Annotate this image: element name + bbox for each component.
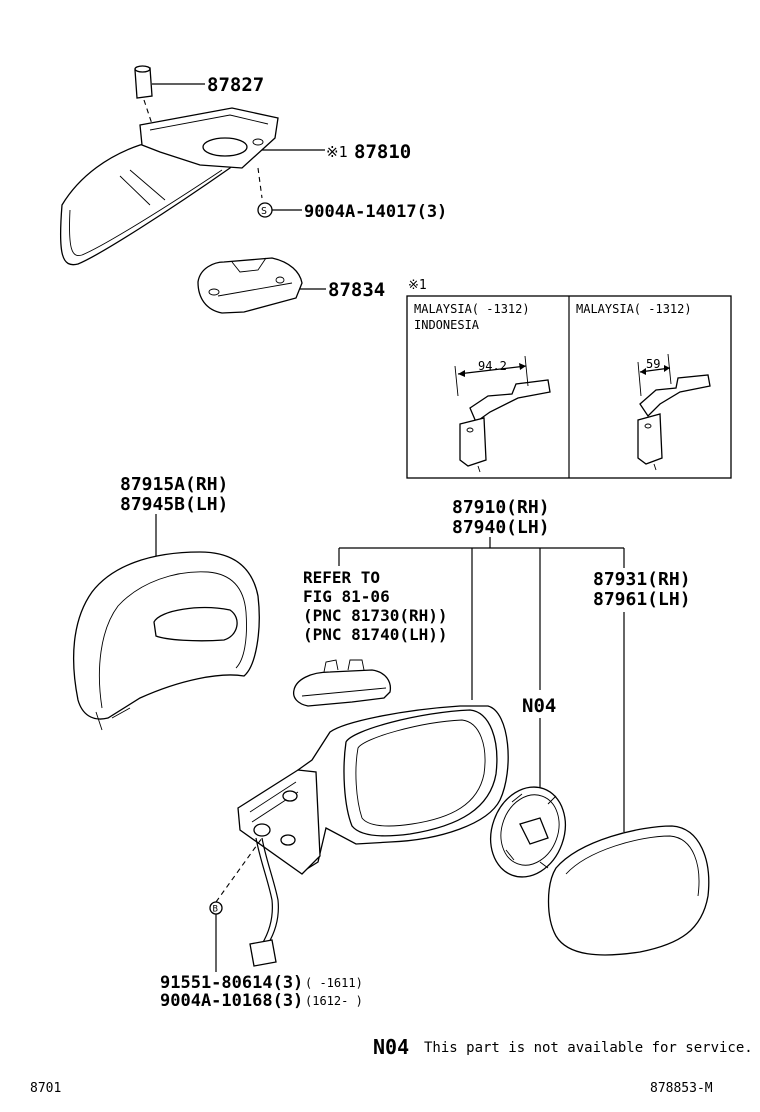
- refer-line-4: (PNC 81740(LH)): [303, 625, 448, 644]
- inner-mirror-illustration: [59, 65, 279, 266]
- label-87940: 87940(LH): [452, 517, 550, 538]
- s-symbol-text: S: [261, 206, 267, 217]
- inset-left-dimension: 94.2: [478, 359, 507, 373]
- label-87931: 87931(RH): [593, 569, 691, 590]
- label-n04-callout: N04: [522, 695, 556, 717]
- label-87834: 87834: [328, 279, 385, 301]
- legend-code: N04: [373, 1035, 409, 1059]
- garnish-illustration: [292, 659, 392, 707]
- label-91551-80614: 91551-80614(3): [160, 973, 303, 993]
- refer-line-2: FIG 81-06: [303, 587, 390, 606]
- inset-left-line2: INDONESIA: [414, 318, 480, 332]
- legend-text: This part is not available for service.: [424, 1040, 753, 1056]
- s-symbol: [257, 202, 273, 218]
- label-87827: 87827: [207, 74, 264, 96]
- label-87961: 87961(LH): [593, 589, 691, 610]
- label-87910: 87910(RH): [452, 497, 550, 518]
- label-9004A-10168-range: (1612- ): [305, 994, 363, 1008]
- b-symbol-text: B: [213, 905, 218, 915]
- mirror-actuator-illustration: [490, 786, 566, 878]
- label-87810-mark: ※1: [326, 143, 348, 161]
- inset-right-dimension: 59: [646, 357, 660, 371]
- mirror-cover-87834-illustration: [197, 257, 303, 314]
- inset-right-detail: 59: [637, 353, 711, 471]
- label-87945B: 87945B(LH): [120, 494, 228, 515]
- footer-right-code: 878853-M: [650, 1081, 713, 1096]
- refer-line-3: (PNC 81730(RH)): [303, 606, 448, 625]
- refer-line-1: REFER TO: [303, 568, 380, 587]
- inset-left-line1: MALAYSIA( -1312): [414, 302, 530, 316]
- label-9004A-10168: 9004A-10168(3): [160, 991, 303, 1011]
- mirror-cover-illustration: [72, 551, 260, 731]
- label-87915A: 87915A(RH): [120, 474, 228, 495]
- label-9004A-14017: 9004A-14017(3): [304, 202, 447, 222]
- inset-mark: ※1: [408, 278, 427, 293]
- inset-right-line1: MALAYSIA( -1312): [576, 302, 692, 316]
- inset-detail-box: ※1 MALAYSIA( -1312) INDONESIA MALAYSIA( …: [406, 278, 732, 479]
- label-91551-range: ( -1611): [305, 976, 363, 990]
- footer-left-code: 8701: [30, 1081, 61, 1096]
- mirror-glass-illustration: [547, 825, 710, 956]
- inset-left-detail: 94.2: [454, 355, 551, 473]
- label-87810: 87810: [354, 141, 411, 163]
- mirror-housing-illustration: [215, 705, 509, 967]
